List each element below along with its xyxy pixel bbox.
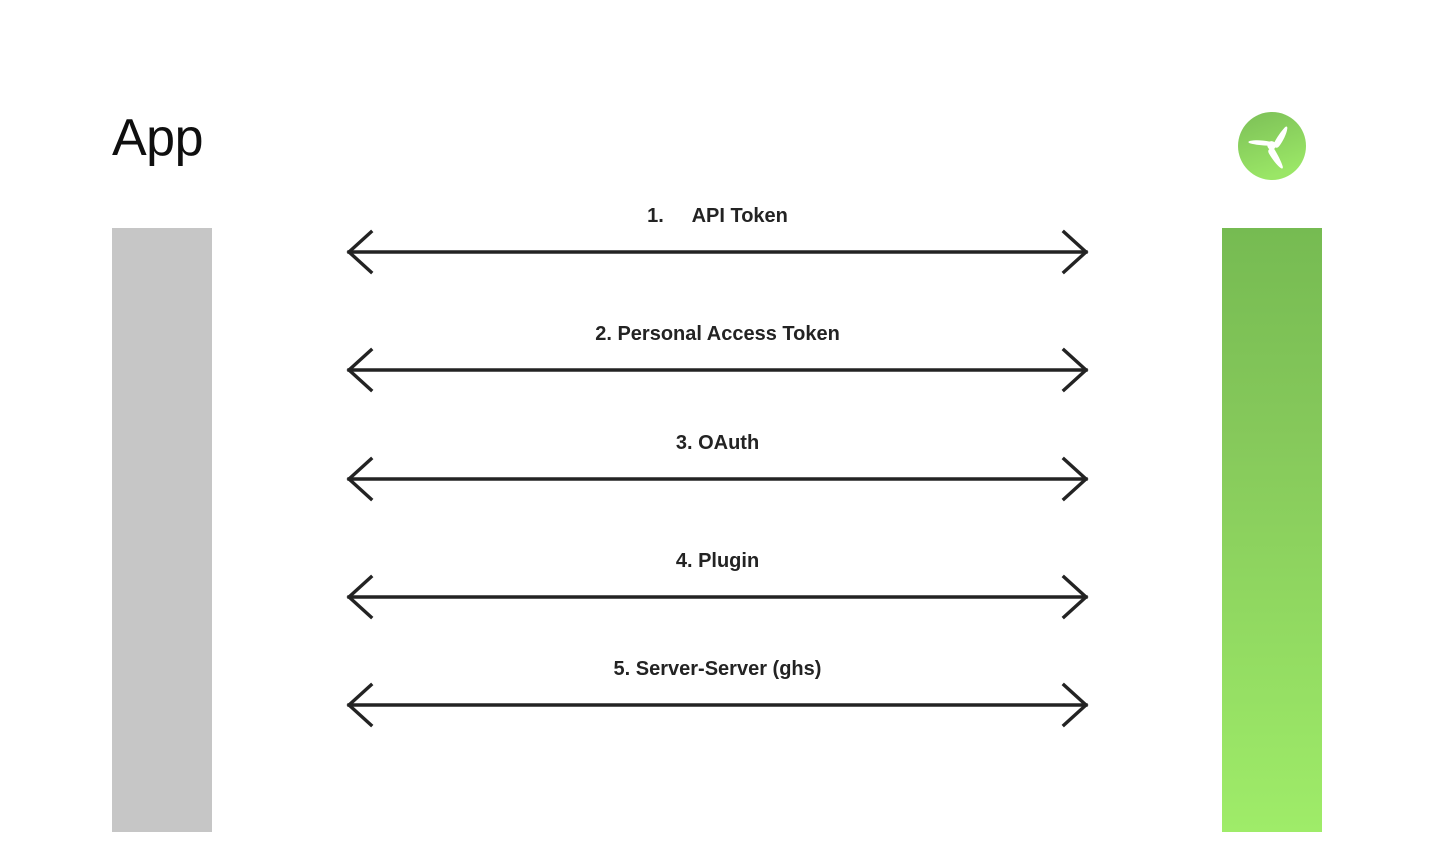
bidirectional-arrow-icon-2 [345,346,1090,394]
bidirectional-arrow-icon-3 [345,455,1090,503]
bidirectional-arrow-icon-4 [345,573,1090,621]
message-label-2: 2. Personal Access Token [595,323,840,345]
lifeline-service [1222,228,1322,832]
lifeline-app [112,228,212,832]
bidirectional-arrow-icon-1 [345,228,1090,276]
message-row-5: 5. Server-Server (ghs) [345,659,1090,729]
page-title: App [112,109,204,167]
message-row-2: 2. Personal Access Token [345,324,1090,394]
message-row-3: 3. OAuth [345,433,1090,503]
message-row-1: 1. API Token [345,206,1090,276]
message-label-3: 3. OAuth [675,432,760,454]
message-label-4: 4. Plugin [675,550,760,572]
message-row-4: 4. Plugin [345,551,1090,621]
message-label-5: 5. Server-Server (ghs) [613,658,822,680]
propeller-logo-icon [1236,110,1308,182]
bidirectional-arrow-icon-5 [345,681,1090,729]
message-label-1: 1. API Token [647,205,788,227]
